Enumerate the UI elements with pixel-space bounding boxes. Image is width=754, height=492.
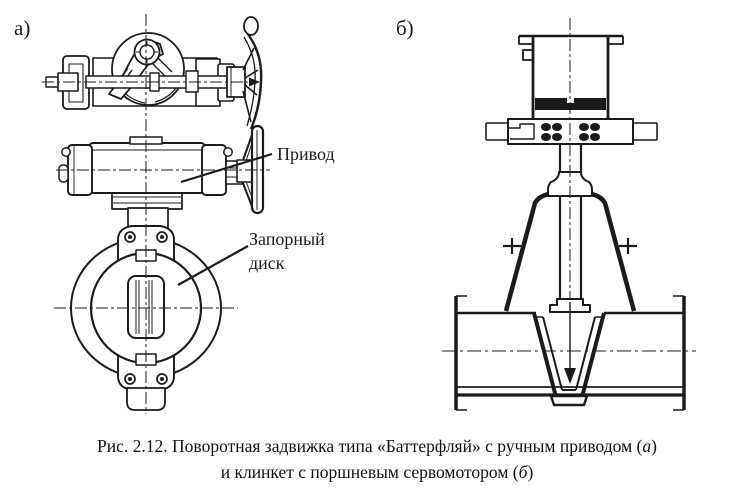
disc-annotation-line2: диск (249, 252, 285, 273)
valve-diagrams-svg (42, 14, 696, 414)
servo-cylinder (518, 34, 624, 120)
gate-valve-section-view (442, 18, 696, 411)
drive-annotation: Привод (277, 144, 335, 164)
closing-direction-arrow (564, 302, 576, 384)
yoke (503, 191, 637, 312)
actuator-side-view (56, 124, 270, 233)
caption-line-2: и клинкет с поршневым сервомотором (б) (220, 462, 534, 482)
wedge-gate (532, 312, 606, 407)
technical-drawing-area: а) б) Привод Запорный диск (14, 14, 696, 414)
caption-line-1: Рис. 2.12. Поворотная задвижка типа «Бат… (97, 436, 657, 456)
figure-caption: Рис. 2.12. Поворотная задвижка типа «Бат… (0, 433, 754, 485)
valve-stem (547, 143, 593, 300)
panel-a-label: а) (14, 16, 31, 40)
gland-flange (485, 118, 658, 145)
disc-leader-line (177, 245, 249, 286)
drive-leader-line (180, 152, 273, 184)
disc-annotation-line1: Запорный (249, 229, 325, 249)
panel-b-label: б) (396, 16, 414, 40)
butterfly-valve-top-view (42, 16, 263, 130)
disc-annotation: Запорный диск (249, 228, 325, 276)
shutoff-disc (127, 275, 165, 339)
